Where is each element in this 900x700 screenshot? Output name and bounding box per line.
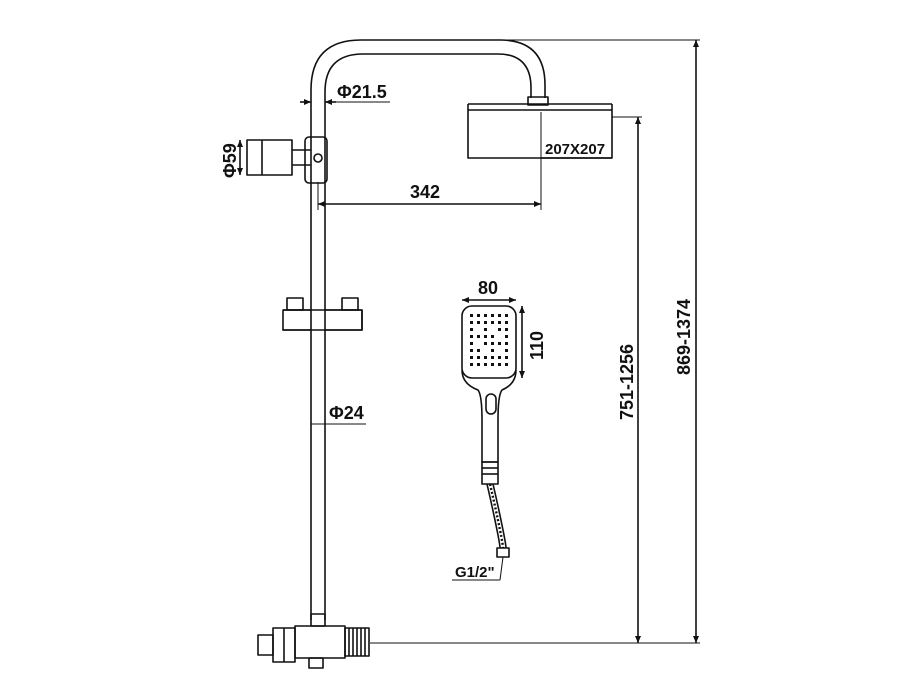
nozzle-dot bbox=[491, 321, 494, 324]
nozzle-dot bbox=[498, 356, 501, 359]
nozzle-dot bbox=[498, 328, 501, 331]
nozzle-dot bbox=[505, 321, 508, 324]
nozzle-dot bbox=[505, 363, 508, 366]
nozzle-dot bbox=[484, 356, 487, 359]
nozzle-dot bbox=[470, 314, 473, 317]
hose-nut bbox=[496, 547, 510, 558]
nozzle-dot bbox=[484, 342, 487, 345]
nozzle-dot bbox=[484, 321, 487, 324]
nozzle-dot bbox=[470, 342, 473, 345]
nozzle-dot bbox=[491, 314, 494, 317]
head-size-label: 207X207 bbox=[545, 141, 605, 158]
nozzle-dot bbox=[477, 363, 480, 366]
nozzle-dot bbox=[491, 349, 494, 352]
head-height-label: 751-1256 bbox=[617, 344, 637, 420]
nozzle-dot bbox=[484, 363, 487, 366]
holder-diameter-label: Φ59 bbox=[220, 143, 240, 178]
nozzle-dot bbox=[505, 314, 508, 317]
nozzle-dot bbox=[505, 356, 508, 359]
shower-hose bbox=[488, 483, 505, 549]
hand-height-label: 110 bbox=[527, 331, 547, 360]
slider-holder bbox=[282, 309, 363, 331]
spray-nozzles bbox=[470, 314, 508, 366]
nozzle-dot bbox=[498, 342, 501, 345]
head-connector bbox=[527, 96, 549, 106]
nozzle-dot bbox=[477, 321, 480, 324]
hand-shower-handle bbox=[461, 369, 517, 463]
rail-diameter-label: Φ24 bbox=[329, 403, 364, 423]
bracket-screw bbox=[313, 153, 323, 163]
nozzle-dot bbox=[505, 335, 508, 338]
nozzle-dot bbox=[498, 363, 501, 366]
nozzle-dot bbox=[505, 349, 508, 352]
nozzle-dot bbox=[505, 342, 508, 345]
pipe-diameter-label: Φ21.5 bbox=[337, 82, 387, 102]
nozzle-dot bbox=[498, 314, 501, 317]
mixer-valve bbox=[257, 613, 370, 669]
nozzle-dot bbox=[470, 321, 473, 324]
nozzle-dot bbox=[470, 356, 473, 359]
nozzle-dot bbox=[477, 335, 480, 338]
nozzle-dot bbox=[484, 314, 487, 317]
nozzle-dot bbox=[491, 335, 494, 338]
nozzle-dot bbox=[477, 349, 480, 352]
total-height-label: 869-1374 bbox=[674, 299, 694, 375]
hand-width-label: 80 bbox=[478, 278, 498, 298]
nozzle-dot bbox=[491, 342, 494, 345]
wall-bracket-top bbox=[246, 139, 293, 176]
nozzle-dot bbox=[491, 363, 494, 366]
nozzle-dot bbox=[505, 328, 508, 331]
nozzle-dot bbox=[477, 356, 480, 359]
nozzle-dot bbox=[470, 335, 473, 338]
riser-pipe-inner bbox=[324, 53, 532, 620]
nozzle-dot bbox=[470, 363, 473, 366]
hand-shower-face bbox=[461, 305, 517, 379]
nozzle-dot bbox=[477, 314, 480, 317]
thread-label: G1/2" bbox=[455, 564, 495, 581]
nozzle-dot bbox=[470, 349, 473, 352]
nozzle-dot bbox=[498, 321, 501, 324]
nozzle-dot bbox=[491, 356, 494, 359]
nozzle-dot bbox=[484, 335, 487, 338]
nozzle-dot bbox=[470, 328, 473, 331]
nozzle-dot bbox=[484, 328, 487, 331]
arm-length-label: 342 bbox=[410, 182, 440, 202]
